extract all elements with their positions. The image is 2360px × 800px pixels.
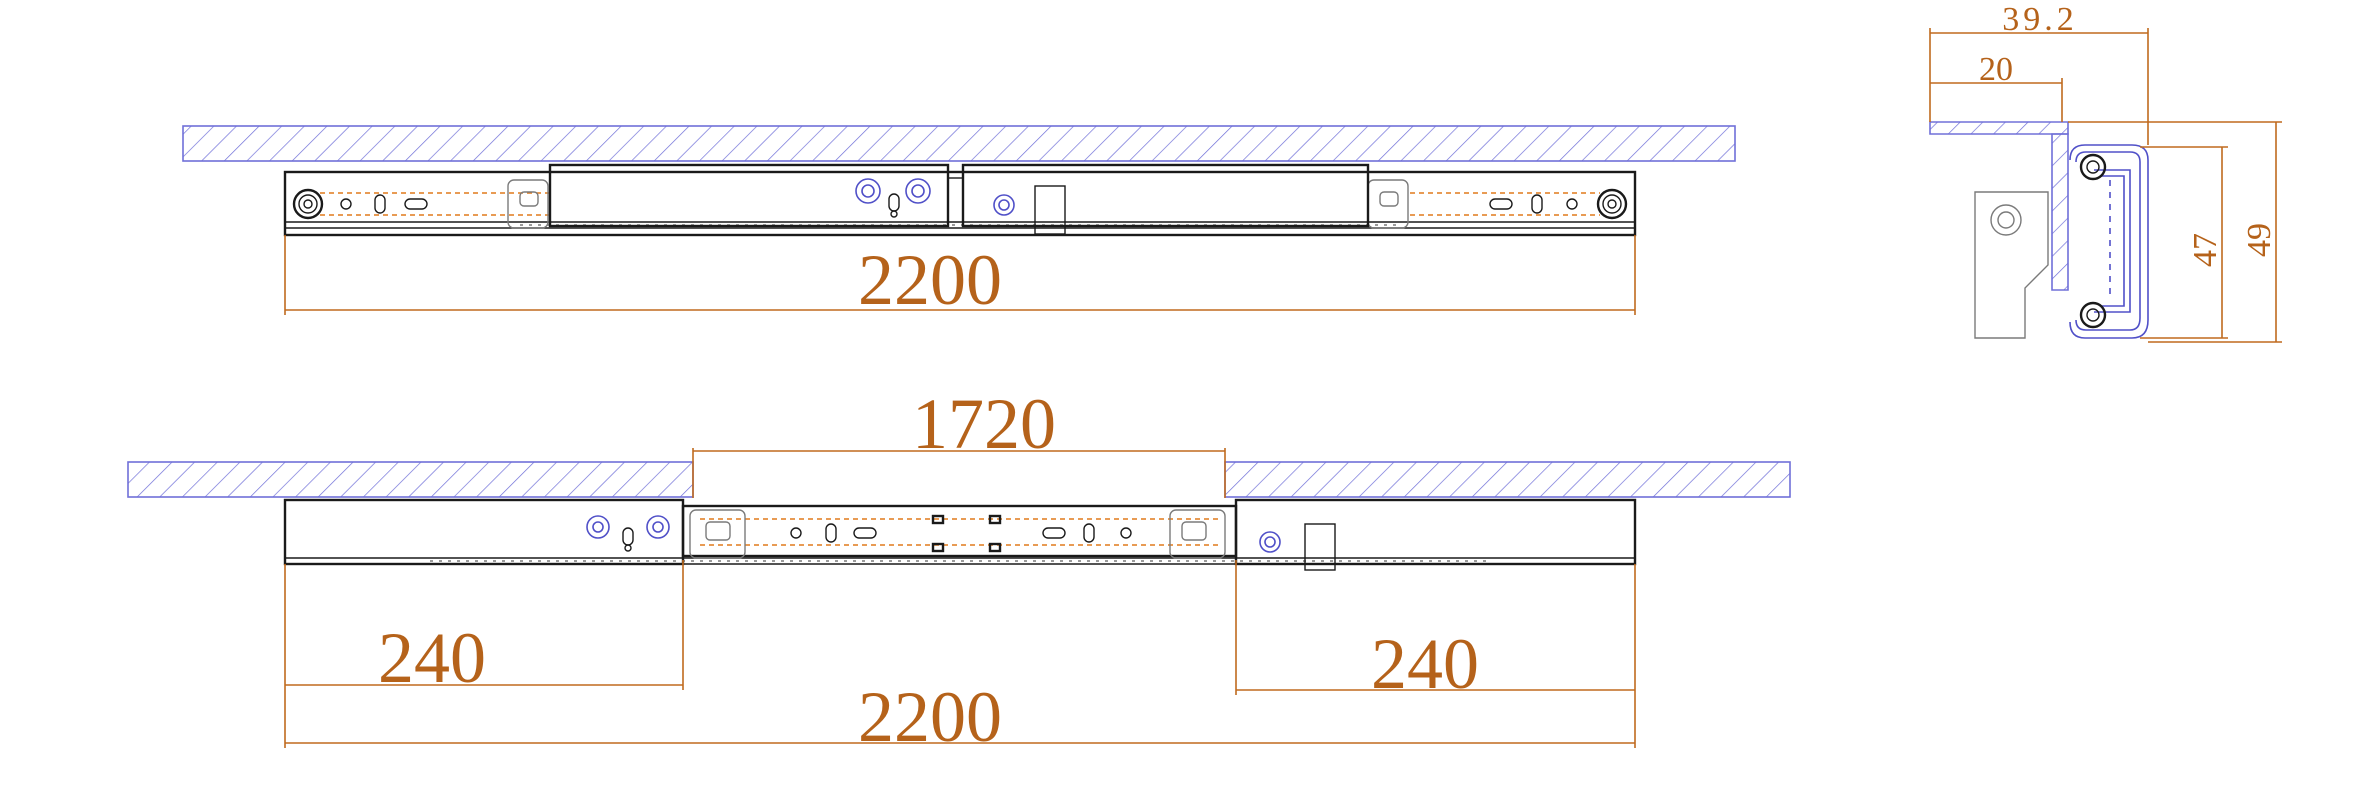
closed-left-drawer [548,163,950,228]
closed-length-label: 2200 [858,240,1002,320]
closed-mounting-surface [182,125,1736,162]
right-overlap-label: 240 [1371,624,1479,704]
opening-label: 1720 [912,384,1056,464]
extended-length-label: 2200 [858,677,1002,757]
extended-view: 1720 [127,384,1791,757]
closed-latch [1034,185,1066,235]
profile-bracket [1974,191,2049,339]
profile-ball-bottom [2079,301,2107,329]
profile-flange [1929,121,2069,135]
left-end-bearing [292,188,324,220]
extended-left-surface [127,461,694,498]
closed-right-drawer [961,163,1370,228]
profile-height-outer-label: 49 [2241,223,2278,257]
extended-right-drawer [1234,498,1637,566]
profile-outer-channel [2069,144,2149,339]
profile-height-inner-label: 47 [2187,233,2224,267]
profile-width-flange-label: 20 [1979,51,2013,88]
extended-latch [1304,523,1336,571]
profile-width-total-label: 39.2 [2002,1,2078,38]
left-overlap-label: 240 [378,618,486,698]
extended-middle-rail [681,504,1238,558]
cross-section: 39.2 20 47 49 [1929,1,2282,343]
closed-outer-rail [283,170,1637,237]
profile-ball-top [2079,153,2107,181]
closed-view: 2200 [182,125,1736,320]
right-end-bearing [1596,188,1628,220]
extended-right-surface [1224,461,1791,498]
